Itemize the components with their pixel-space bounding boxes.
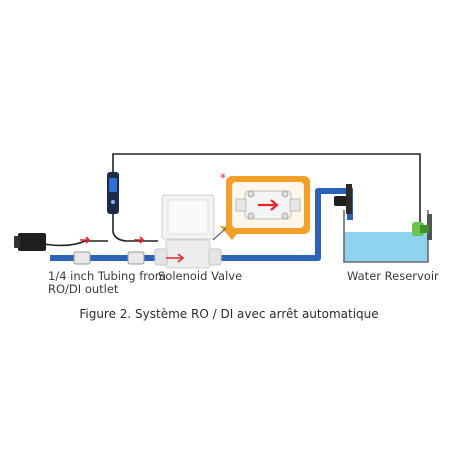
solenoid-valve-icon <box>154 194 222 269</box>
check-valve-icon <box>127 236 145 265</box>
controller-icon <box>107 172 119 214</box>
solenoid-label: Solenoid Valve <box>158 269 243 283</box>
power-adapter-icon <box>14 233 46 251</box>
water-reservoir <box>343 210 429 263</box>
reservoir-label: Water Reservoir <box>347 269 439 283</box>
power-cable <box>43 240 108 247</box>
flow-arrow-icon <box>258 199 279 211</box>
tubing-label-line1: 1/4 inch Tubing from <box>48 269 166 283</box>
outlet-tubing <box>212 188 343 261</box>
control-wire <box>112 153 421 223</box>
check-valve-icon <box>73 236 91 265</box>
tubing-label-line2: RO/DI outlet <box>48 282 119 296</box>
check-valve-callout <box>226 176 310 234</box>
reservoir-inlet-fitting <box>334 184 352 214</box>
float-switch-icon <box>412 214 432 240</box>
controller-wire <box>112 214 158 242</box>
annotation-mark: * <box>220 171 226 185</box>
figure-caption: Figure 2. Système RO / DI avec arrêt aut… <box>79 307 379 321</box>
